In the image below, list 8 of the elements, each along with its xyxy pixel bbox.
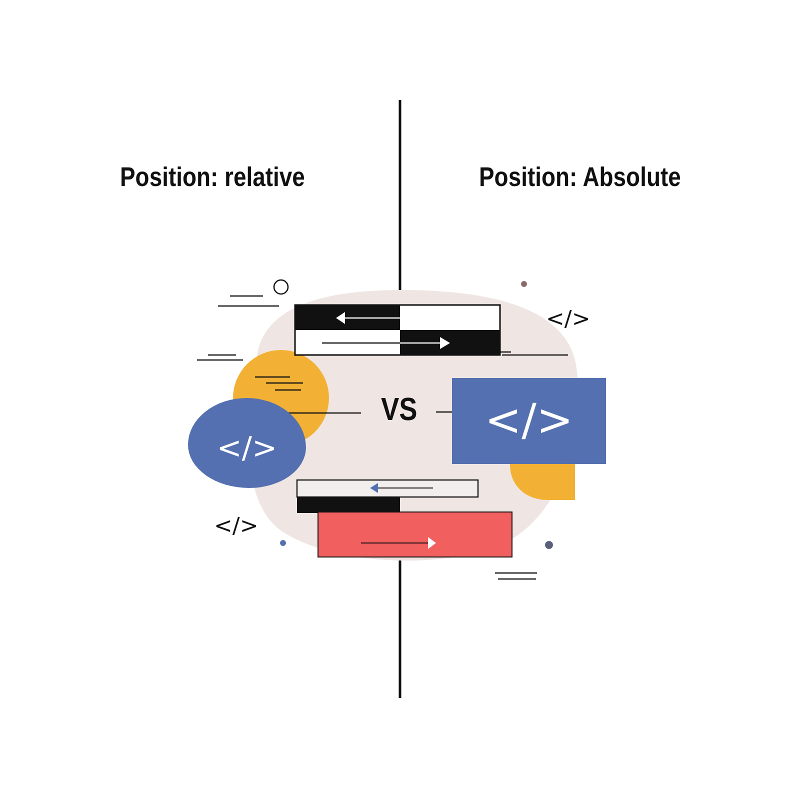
heading: Position: relative [120,164,306,190]
code-symbol: </> [484,399,574,443]
code-symbol: </> [214,516,258,538]
code-symbol: </> [216,434,278,464]
code-symbol: </> [546,309,590,331]
heading: Position: Absolute [478,164,681,190]
versus-text: VS [380,393,417,425]
code-panel [452,378,606,464]
